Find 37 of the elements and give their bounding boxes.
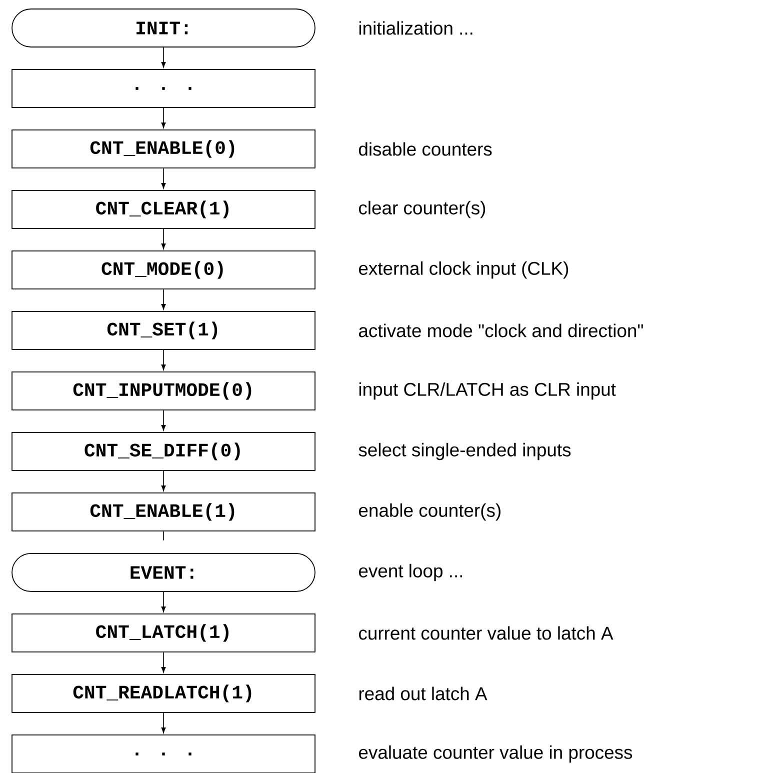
arrow — [161, 410, 166, 431]
process-box: CNT_INPUTMODE(0) — [12, 372, 316, 410]
process-box: CNT_ENABLE(1) — [12, 492, 316, 532]
process-box: . . . — [12, 69, 316, 108]
description-text: clear counter(s) — [358, 200, 486, 218]
description-text: evaluate counter value in process — [358, 745, 632, 763]
terminal-box: EVENT: — [12, 553, 316, 592]
arrow — [161, 168, 166, 189]
arrow — [161, 592, 166, 612]
description-text: input CLR/LATCH as CLR input — [359, 382, 616, 400]
process-box: CNT_ENABLE(0) — [12, 130, 316, 168]
description-text: external clock input (CLK) — [358, 261, 568, 279]
description-text: enable counter(s) — [358, 503, 500, 521]
process-box: CNT_LATCH(1) — [12, 614, 316, 652]
description-text: disable counters — [358, 142, 492, 156]
arrow — [161, 108, 166, 128]
description-text: read out latch A — [359, 686, 488, 700]
process-box: CNT_SE_DIFF(0) — [12, 432, 316, 471]
process-box: . . . — [12, 734, 316, 773]
process-box: CNT_READLATCH(1) — [12, 674, 316, 713]
description-text: event loop ... — [358, 564, 462, 582]
description-text: initialization ... — [359, 21, 472, 35]
terminal-box: INIT: — [12, 8, 316, 48]
arrow — [161, 228, 166, 250]
connector-line — [163, 531, 164, 541]
process-box: CNT_SET(1) — [12, 311, 316, 350]
process-box: CNT_MODE(0) — [12, 250, 316, 290]
arrow — [161, 652, 166, 673]
arrow — [161, 289, 166, 310]
description-text: select single-ended inputs — [358, 442, 571, 460]
arrow — [161, 350, 166, 370]
process-box: CNT_CLEAR(1) — [12, 190, 316, 229]
arrow — [161, 470, 166, 492]
arrow — [161, 47, 166, 68]
description-text: activate mode "clock and direction" — [358, 324, 643, 338]
arrow — [161, 712, 166, 734]
description-text: current counter value to latch A — [358, 626, 614, 640]
